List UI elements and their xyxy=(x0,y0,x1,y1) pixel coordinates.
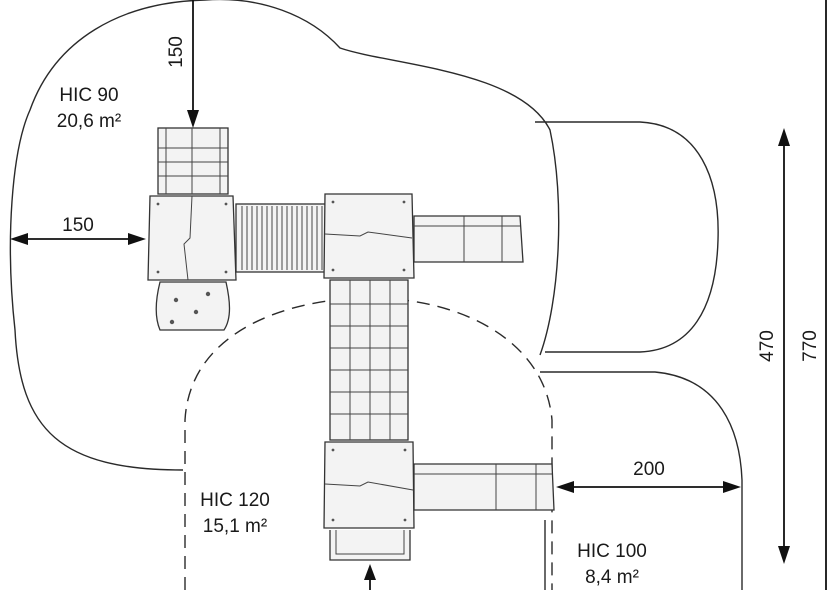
zone-center-hic: HIC 120 xyxy=(200,490,270,511)
zone-right-area: 8,4 m² xyxy=(585,567,639,588)
tower-left xyxy=(147,195,237,281)
dim-inner-vertical xyxy=(778,128,790,564)
dim-bottom-arrow xyxy=(364,564,376,590)
zone-right-hic: HIC 100 xyxy=(577,541,647,562)
tower-upper-right xyxy=(323,193,415,279)
dim-left-horizontal xyxy=(10,233,146,245)
zone-right-outline xyxy=(540,371,743,590)
dim-right-horizontal-label: 200 xyxy=(633,459,665,480)
slide-lower xyxy=(413,463,555,511)
zone-left-hic: HIC 90 xyxy=(59,85,118,106)
dim-outer-vertical-label: 770 xyxy=(800,330,821,362)
dim-right-horizontal xyxy=(556,481,741,493)
dim-inner-vertical-label: 470 xyxy=(757,330,778,362)
net-climber xyxy=(329,279,409,441)
zone-left-outline xyxy=(9,0,560,471)
ladder xyxy=(157,127,229,195)
zone-left-area: 20,6 m² xyxy=(57,111,121,132)
climbing-wall xyxy=(155,281,231,331)
entry-step xyxy=(329,530,411,561)
slide-upper xyxy=(413,215,524,263)
tunnel-bridge xyxy=(235,203,329,273)
zone-center-outline xyxy=(184,297,553,590)
zone-slide-upper-outline xyxy=(535,121,719,353)
tower-lower xyxy=(323,441,415,529)
dim-left-horizontal-label: 150 xyxy=(62,215,94,236)
zone-center-area: 15,1 m² xyxy=(203,516,267,537)
dim-top-vertical xyxy=(187,0,199,128)
dim-top-vertical-label: 150 xyxy=(166,36,187,68)
